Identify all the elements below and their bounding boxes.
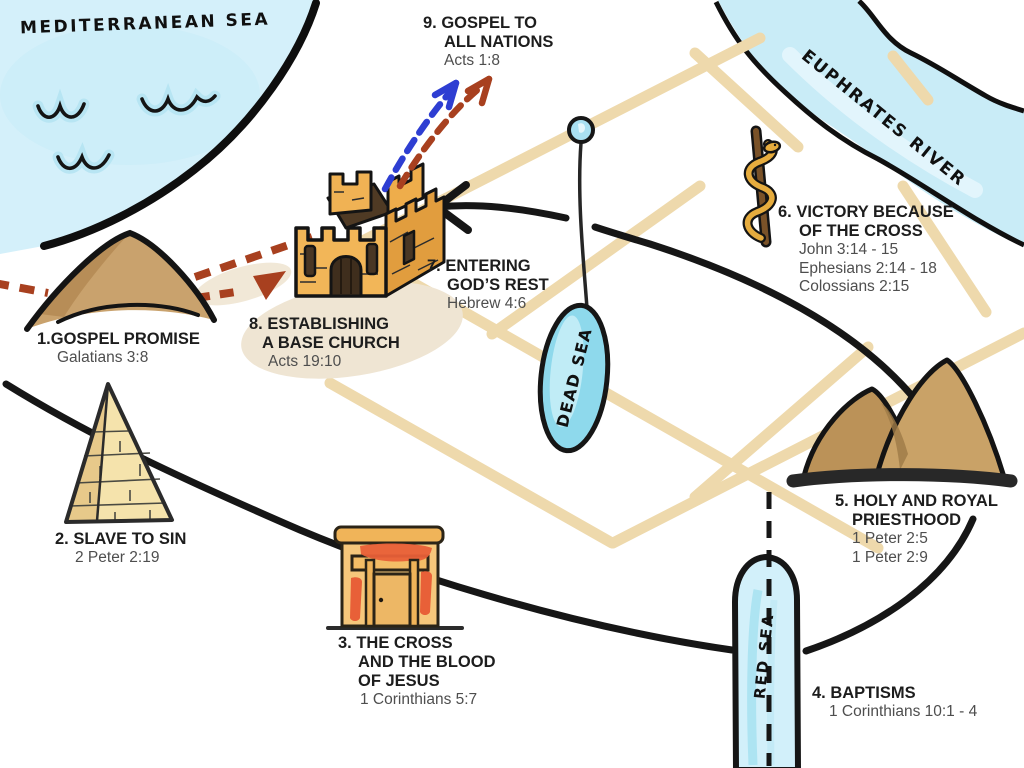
step-reference: 2 Peter 2:19 [75, 549, 160, 566]
ground-shadow [241, 281, 463, 379]
step-reference: Colossians 2:15 [799, 278, 910, 295]
step-title: OF THE CROSS [799, 222, 923, 240]
step-reference: Ephesians 2:14 - 18 [799, 259, 937, 277]
step-title: GOD’S REST [447, 276, 549, 294]
step-title: 4. BAPTISMS [812, 684, 916, 702]
step-reference: 1 Peter 2:9 [852, 548, 928, 566]
step-reference: 1 Peter 2:5 [852, 530, 928, 547]
euphrates-river-shape [713, 0, 1024, 248]
wave-icon [32, 88, 90, 123]
step-reference: 1 Corinthians 10:1 - 4 [829, 703, 978, 720]
step-7-gods-rest: 7. ENTERING GOD’S REST Hebrew 4:6 [427, 257, 549, 314]
blue-dashed-arrow-icon [381, 79, 460, 193]
promise-mountain-icon [24, 229, 217, 332]
step-9-all-nations: 9. GOSPEL TO ALL NATIONS Acts 1:8 [423, 14, 553, 71]
twin-peaks-icon [786, 357, 1018, 488]
step-title: 1.GOSPEL PROMISE [37, 330, 200, 348]
step-title: OF JESUS [358, 672, 440, 690]
sea-of-galilee-pin-icon [567, 116, 595, 309]
step-title: 9. GOSPEL TO [423, 14, 538, 32]
step-reference: Acts 1:8 [444, 52, 500, 69]
step-title: PRIESTHOOD [852, 511, 962, 529]
step-reference: Galatians 3:8 [57, 349, 149, 366]
dead-sea-icon [537, 302, 611, 454]
mediterranean-sea-shape [0, 0, 320, 254]
step-title: 7. ENTERING [427, 257, 531, 275]
fortress-church-icon [294, 162, 446, 298]
step-title: AND THE BLOOD [358, 653, 496, 671]
step-title: 8. ESTABLISHING [249, 315, 389, 333]
step-3-cross-and-blood: 3. THE CROSS AND THE BLOOD OF JESUS 1 Co… [338, 634, 496, 710]
coastline [40, 0, 320, 250]
step-title: A BASE CHURCH [262, 334, 400, 352]
step-1-gospel-promise: 1.GOSPEL PROMISE Galatians 3:8 [37, 330, 200, 368]
step-title: ALL NATIONS [444, 33, 554, 51]
step-reference: 1 Corinthians 5:7 [360, 691, 478, 708]
step-2-slave-to-sin: 2. SLAVE TO SIN 2 Peter 2:19 [55, 530, 186, 568]
wave-icon [136, 83, 221, 117]
step-title: 6. VICTORY BECAUSE [778, 203, 954, 221]
red-sea-icon [731, 492, 801, 768]
red-dashed-arrow-icon [396, 75, 493, 190]
step-reference: Hebrew 4:6 [447, 295, 527, 312]
step-5-priesthood: 5. HOLY AND ROYAL PRIESTHOOD 1 Peter 2:5… [835, 492, 998, 567]
wave-icon [52, 142, 115, 174]
step-title: 2. SLAVE TO SIN [55, 530, 187, 548]
step-6-victory-cross: 6. VICTORY BECAUSE OF THE CROSS John 3:1… [778, 203, 954, 297]
red-dashed-arrow-icon [0, 233, 314, 302]
pyramid-icon [64, 382, 174, 524]
step-reference: John 3:14 - 15 [799, 241, 899, 258]
passover-door-icon [326, 525, 464, 630]
step-reference: Acts 19:10 [268, 353, 342, 370]
step-8-base-church: 8. ESTABLISHING A BASE CHURCH Acts 19:10 [249, 315, 400, 372]
step-title: 3. THE CROSS [338, 634, 453, 652]
ground-shadow [194, 262, 292, 306]
bronze-serpent-icon [742, 125, 782, 248]
step-4-baptisms: 4. BAPTISMS 1 Corinthians 10:1 - 4 [812, 684, 977, 722]
step-title: 5. HOLY AND ROYAL [835, 492, 998, 510]
